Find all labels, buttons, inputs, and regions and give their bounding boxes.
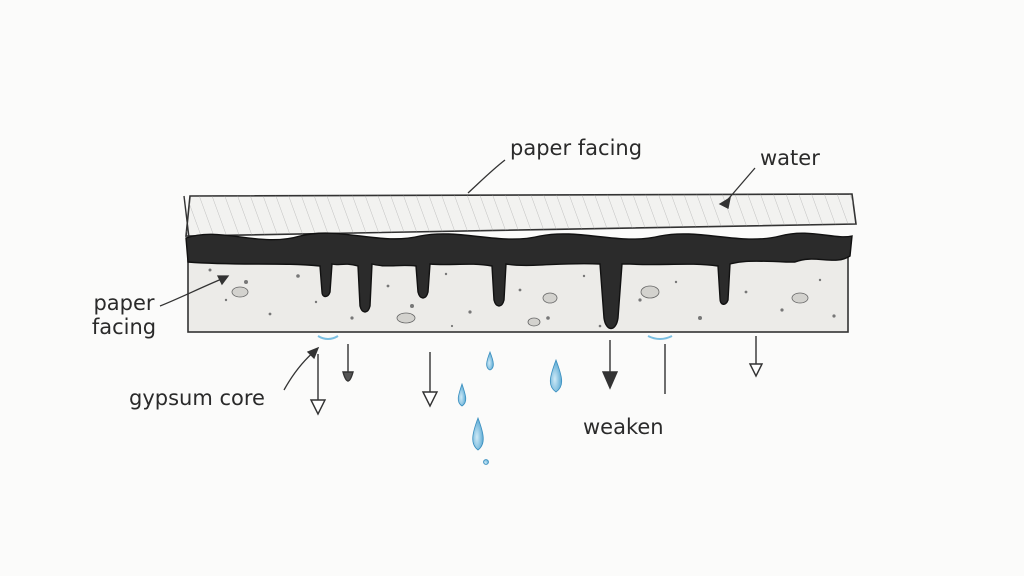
wet-water-band [185,232,853,330]
label-gypsum-core: gypsum core [129,386,265,410]
core-pebbles [231,285,809,327]
label-water: water [760,146,820,170]
core-speckles [208,260,836,328]
label-top-paper-facing: paper facing [510,136,643,160]
top-paper-layer [183,193,857,247]
label-left-paper-facing: paper facing [91,291,157,340]
leak-drops [317,335,673,465]
downward-arrows [309,336,764,416]
label-weaken: weaken [583,415,664,439]
leader-lines [159,159,756,391]
